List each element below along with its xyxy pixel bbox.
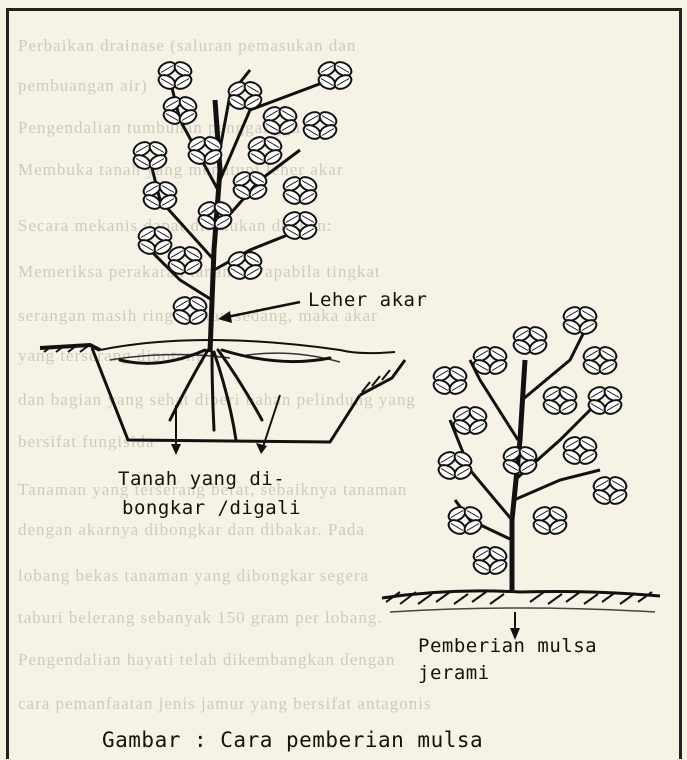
right-plant xyxy=(431,304,629,590)
mulch-straw xyxy=(382,591,660,640)
label-dug-soil-cont: bongkar /digali xyxy=(122,497,301,519)
label-mulch: Pemberian mulsa xyxy=(418,635,597,657)
root-collar-arrow xyxy=(218,302,300,323)
label-dug-soil: Tanah yang di- xyxy=(118,468,285,490)
left-plant xyxy=(120,59,354,440)
label-root-collar: Leher akar xyxy=(308,289,427,311)
label-mulch-cont: jerami xyxy=(418,662,490,684)
figure-caption: Gambar : Cara pemberian mulsa xyxy=(102,728,483,752)
